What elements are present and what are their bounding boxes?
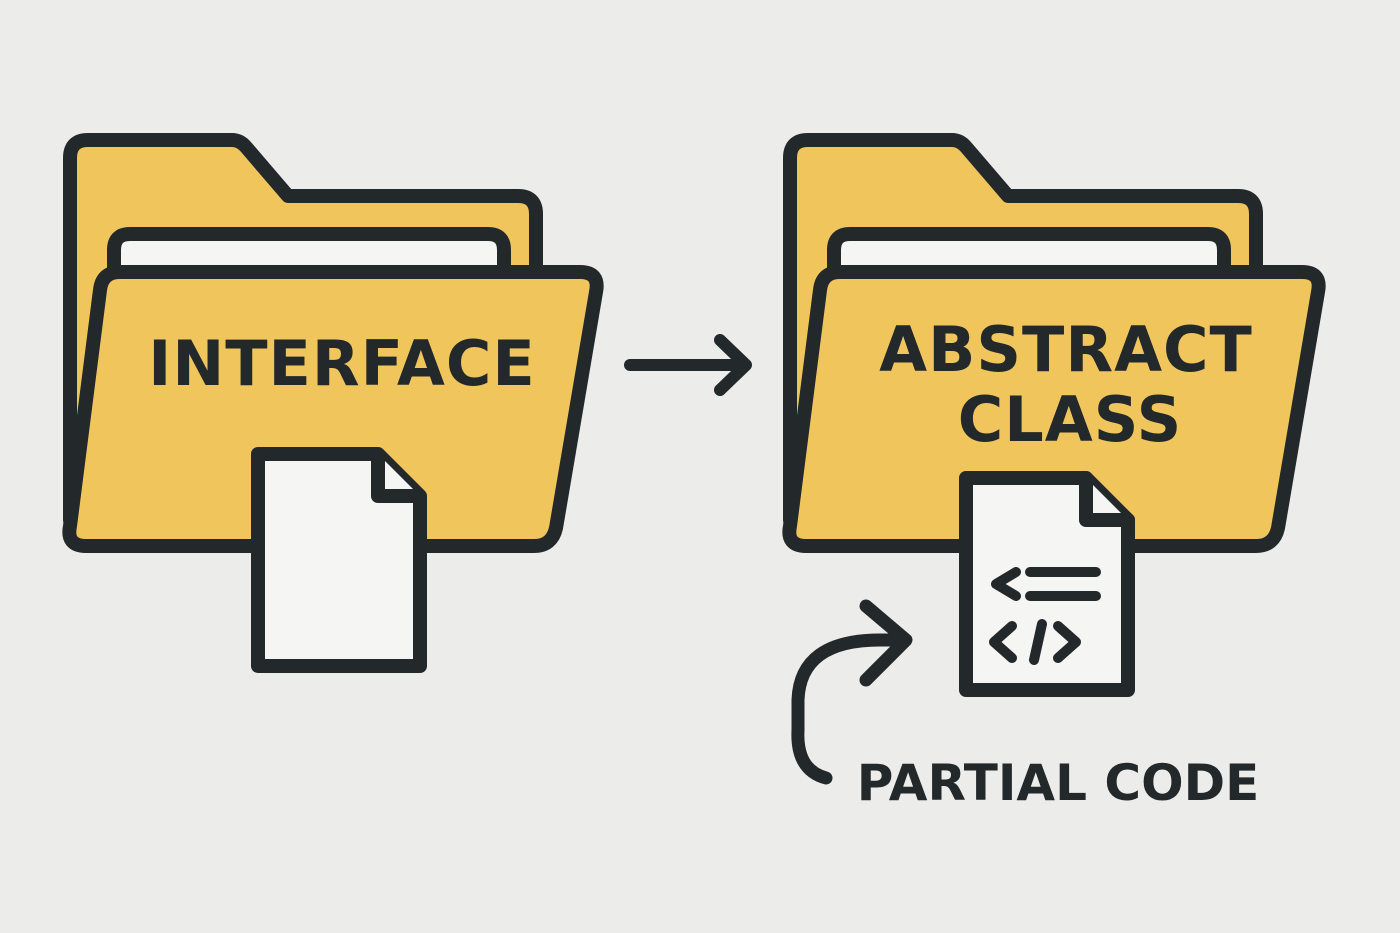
code-document-icon [959,471,1135,697]
abstract-class-folder-icon [782,133,1326,553]
blank-document-icon [251,447,427,673]
folder-front-panel [62,265,604,553]
interface-label: INTERFACE [148,327,535,400]
abstract-label-line1: ABSTRACT [879,313,1253,386]
folder-front-panel [782,265,1326,553]
abstract-label-line2: CLASS [958,383,1183,456]
partial-code-label: PARTIAL CODE [857,754,1260,812]
right-arrow-icon [624,334,752,396]
curved-arrow-icon [791,599,913,785]
interface-folder-icon [62,133,604,553]
